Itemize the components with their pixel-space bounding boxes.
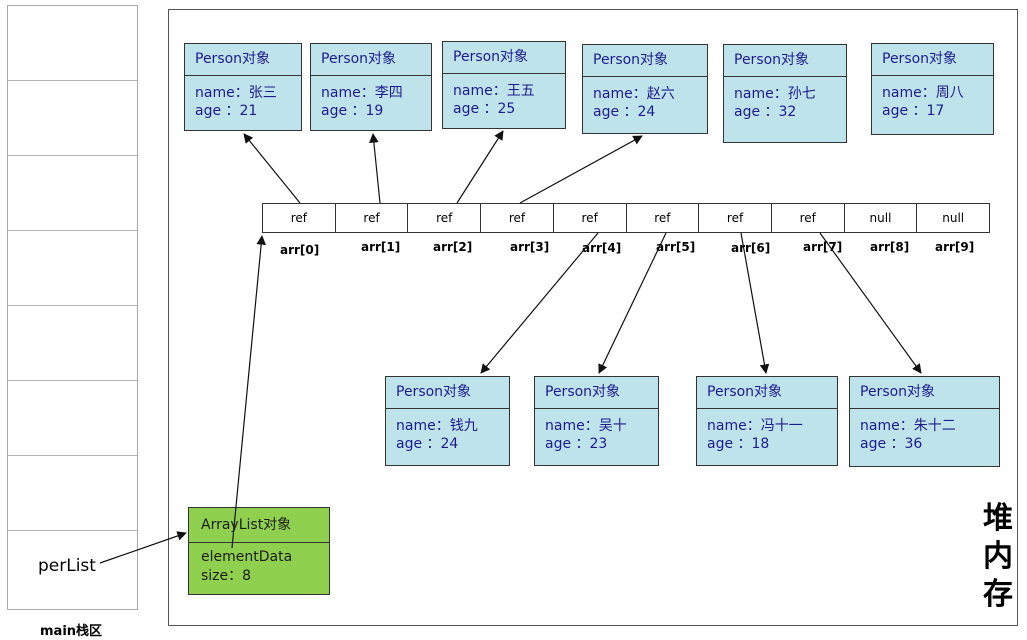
person-object-8: Person对象 name：冯十一 age ：18 <box>696 376 838 466</box>
stack-slot <box>8 6 137 81</box>
person-name: name：冯十一 <box>707 418 803 434</box>
arrow-arr5-to-person <box>598 232 667 374</box>
array-index-5: arr[5] <box>656 240 696 254</box>
person-header: Person对象 <box>724 45 846 77</box>
arrow-elementdata-to-array <box>231 235 266 549</box>
person-name: name：李四 <box>321 85 403 101</box>
stack-slot <box>8 381 137 456</box>
person-name: name：张三 <box>195 85 277 101</box>
array-cell-5: ref <box>625 204 699 232</box>
arraylist-elementdata-field: elementData <box>201 549 293 565</box>
array-cell-4: ref <box>552 204 626 232</box>
person-header: Person对象 <box>443 42 565 74</box>
arrow-arr0-to-person <box>243 133 301 204</box>
array-cell-0: ref <box>290 211 307 225</box>
arrow-arr4-to-person <box>480 232 599 374</box>
heap-region <box>168 9 1018 626</box>
person-header: Person对象 <box>185 44 301 76</box>
person-object-4: Person对象 name：孙七 age ：32 <box>723 44 847 143</box>
arrow-arr1-to-person <box>369 133 381 204</box>
array-cell-1: ref <box>334 204 408 232</box>
arrow-arr7-to-person <box>819 232 922 374</box>
person-name: name：王五 <box>453 83 535 99</box>
array-index-0: arr[0] <box>280 243 320 257</box>
stack-slot <box>8 306 137 381</box>
array-index-2: arr[2] <box>433 240 473 254</box>
person-header: Person对象 <box>872 44 993 76</box>
person-header: Person对象 <box>583 45 707 77</box>
person-object-6: Person对象 name：钱九 age ：24 <box>385 376 510 466</box>
stack-caption: main栈区 <box>40 624 103 639</box>
person-age: age ：36 <box>860 436 923 452</box>
stack-slot <box>8 156 137 231</box>
heap-label-char: 存 <box>983 577 1013 612</box>
person-age: age ：23 <box>545 436 608 452</box>
person-name: name：朱十二 <box>860 418 956 434</box>
array-cell-3: ref <box>480 204 553 232</box>
array-index-3: arr[3] <box>510 240 550 254</box>
arraylist-header: ArrayList对象 <box>189 508 329 543</box>
person-object-1: Person对象 name：李四 age ：19 <box>310 43 432 131</box>
array-index-1: arr[1] <box>361 240 401 254</box>
arrow-arr2-to-person <box>456 130 504 204</box>
person-age: age ：19 <box>321 103 384 119</box>
person-object-5: Person对象 name：周八 age ：17 <box>871 43 994 135</box>
person-object-9: Person对象 name：朱十二 age ：36 <box>849 376 1000 467</box>
main-stack <box>7 5 138 610</box>
reference-array: ref ref ref ref ref ref ref ref null nul… <box>262 203 990 233</box>
arrow-arr3-to-person <box>519 135 643 204</box>
array-cell-8: null <box>843 204 917 232</box>
person-name: name：周八 <box>882 85 964 101</box>
person-header: Person对象 <box>850 377 999 409</box>
person-object-2: Person对象 name：王五 age ：25 <box>442 41 566 129</box>
person-object-3: Person对象 name：赵六 age ：24 <box>582 44 708 134</box>
array-cell-6: ref <box>698 204 771 232</box>
array-cell-9: null <box>916 204 989 232</box>
person-object-7: Person对象 name：吴十 age ：23 <box>534 376 659 466</box>
array-index-8: arr[8] <box>870 240 910 254</box>
person-age: age ：18 <box>707 436 770 452</box>
array-index-9: arr[9] <box>935 240 975 254</box>
stack-variable-perlist: perList <box>38 556 96 576</box>
person-age: age ：24 <box>396 436 459 452</box>
stack-slot <box>8 231 137 306</box>
arrow-perlist-to-arraylist <box>99 531 187 564</box>
person-header: Person对象 <box>386 377 509 409</box>
heap-label-char: 堆 <box>983 501 1013 536</box>
person-age: age ：17 <box>882 103 945 119</box>
person-age: age ：24 <box>593 104 656 120</box>
stack-slot <box>8 81 137 156</box>
person-name: name：赵六 <box>593 86 675 102</box>
array-index-4: arr[4] <box>582 241 622 255</box>
arrow-arr6-to-person <box>740 232 770 374</box>
person-header: Person对象 <box>311 44 431 76</box>
person-name: name：吴十 <box>545 418 627 434</box>
heap-label-char: 内 <box>983 539 1013 574</box>
person-age: age ：21 <box>195 103 258 119</box>
array-cell-7: ref <box>770 204 844 232</box>
heap-label: 堆 内 存 <box>978 500 1018 614</box>
arraylist-object: ArrayList对象 elementData size：8 <box>188 507 330 595</box>
person-age: age ：25 <box>453 101 516 117</box>
person-name: name：孙七 <box>734 86 816 102</box>
person-object-0: Person对象 name：张三 age ：21 <box>184 43 302 131</box>
stack-slot <box>8 456 137 531</box>
person-age: age ：32 <box>734 104 797 120</box>
arraylist-size-field: size：8 <box>201 568 252 584</box>
person-header: Person对象 <box>697 377 837 409</box>
array-cell-2: ref <box>407 204 480 232</box>
person-header: Person对象 <box>535 377 658 409</box>
array-index-6: arr[6] <box>731 241 771 255</box>
person-name: name：钱九 <box>396 418 478 434</box>
